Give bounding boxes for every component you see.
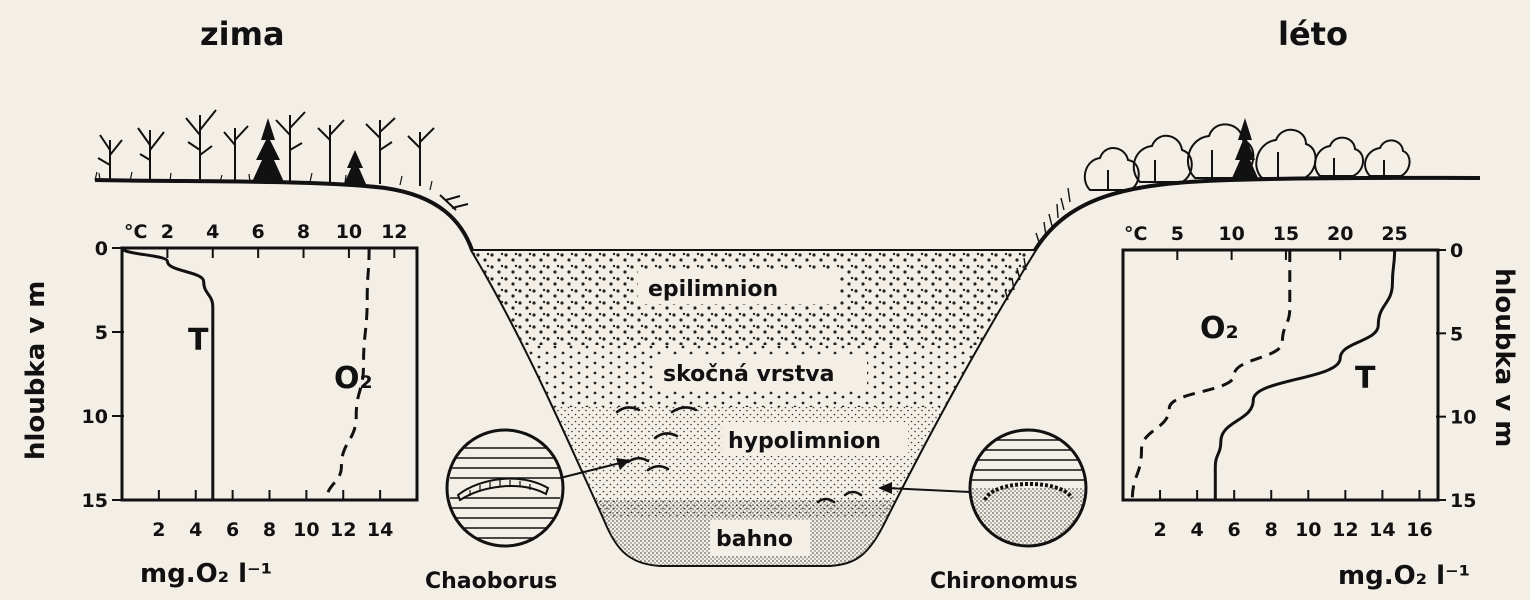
winter-temperature-curve <box>122 248 213 500</box>
winter-temp-tick-label: 6 <box>252 221 265 243</box>
winter-chart-frame <box>122 248 417 500</box>
summer-depth-tick-label: 15 <box>1450 490 1476 512</box>
chaoborus-larva <box>458 479 548 500</box>
winter-temp-tick-label: 10 <box>336 221 362 243</box>
summer-oxygen-tick-label: 2 <box>1153 519 1166 541</box>
summer-temp-unit: °C <box>1124 223 1147 245</box>
summer-depth-label: hloubka v m <box>1489 268 1519 447</box>
thermocline-label: skočná vrstva <box>663 362 834 387</box>
summer-temp-tick-label: 25 <box>1381 223 1407 245</box>
summer-oxygen-tick-label: 10 <box>1295 519 1321 541</box>
winter-oxygen-axis: 2 4 6 8 10 12 14 <box>152 490 393 541</box>
winter-title: zima <box>200 15 285 53</box>
summer-temperature-label: T <box>1355 361 1376 396</box>
summer-oxygen-tick-label: 8 <box>1265 519 1278 541</box>
sediment-label: bahno <box>716 527 793 552</box>
winter-conifers <box>252 118 366 184</box>
summer-oxygen-tick-label: 16 <box>1406 519 1432 541</box>
winter-oxygen-tick-label: 6 <box>226 519 239 541</box>
summer-oxygen-tick-label: 4 <box>1191 519 1204 541</box>
winter-depth-axis: 0 5 10 15 <box>82 238 124 512</box>
winter-oxygen-tick-label: 14 <box>367 519 393 541</box>
summer-depth-tick-label: 5 <box>1450 323 1463 345</box>
chaoborus-label: Chaoborus <box>425 569 557 594</box>
winter-oxygen-label: O₂ <box>334 361 373 396</box>
winter-temp-tick-label: 4 <box>206 221 219 243</box>
winter-depth-label: hloubka v m <box>21 281 51 460</box>
winter-oxygen-tick-label: 12 <box>330 519 356 541</box>
summer-oxygen-axis: 2 4 6 8 10 12 14 16 <box>1153 490 1432 541</box>
summer-temp-tick-label: 5 <box>1171 223 1184 245</box>
summer-oxygen-curve <box>1132 250 1290 500</box>
chironomus-label: Chironomus <box>930 569 1078 594</box>
winter-temp-tick-label: 12 <box>381 221 407 243</box>
summer-oxygen-tick-label: 6 <box>1228 519 1241 541</box>
winter-oxygen-tick-label: 10 <box>293 519 319 541</box>
winter-oxygen-unit: mg.O₂ l⁻¹ <box>140 559 272 589</box>
summer-temp-tick-label: 20 <box>1327 223 1353 245</box>
summer-title: léto <box>1278 15 1348 53</box>
winter-depth-tick-label: 5 <box>95 322 108 344</box>
winter-depth-tick-label: 0 <box>95 238 108 260</box>
summer-oxygen-label: O₂ <box>1200 311 1239 346</box>
winter-temp-tick-label: 2 <box>161 221 174 243</box>
summer-depth-tick-label: 0 <box>1450 240 1463 262</box>
summer-depth-tick-label: 10 <box>1450 407 1476 429</box>
winter-temp-unit: °C <box>124 221 147 243</box>
winter-series <box>122 248 369 500</box>
winter-oxygen-tick-label: 4 <box>189 519 202 541</box>
winter-depth-tick-label: 15 <box>82 490 108 512</box>
hypolimnion-label: hypolimnion <box>728 429 881 454</box>
summer-temp-tick-label: 15 <box>1273 223 1299 245</box>
winter-temp-tick-label: 8 <box>297 221 310 243</box>
summer-oxygen-tick-label: 12 <box>1332 519 1358 541</box>
winter-oxygen-tick-label: 8 <box>263 519 276 541</box>
winter-oxygen-tick-label: 2 <box>152 519 165 541</box>
summer-temp-tick-label: 10 <box>1218 223 1244 245</box>
summer-depth-axis: 0 5 10 15 <box>1436 240 1476 512</box>
winter-depth-tick-label: 10 <box>82 406 108 428</box>
summer-profile-chart: °C 5 10 15 20 25 2 4 6 8 10 12 14 16 0 5 10 15 O₂ T mg… <box>1123 223 1519 591</box>
summer-oxygen-unit: mg.O₂ l⁻¹ <box>1338 561 1470 591</box>
summer-oxygen-tick-label: 14 <box>1369 519 1395 541</box>
epilimnion-label: epilimnion <box>648 277 778 302</box>
winter-temperature-label: T <box>188 323 209 358</box>
winter-profile-chart: °C 2 4 6 8 10 12 2 4 6 8 10 12 14 0 5 10 15 T O₂ mg.O₂… <box>21 221 417 589</box>
